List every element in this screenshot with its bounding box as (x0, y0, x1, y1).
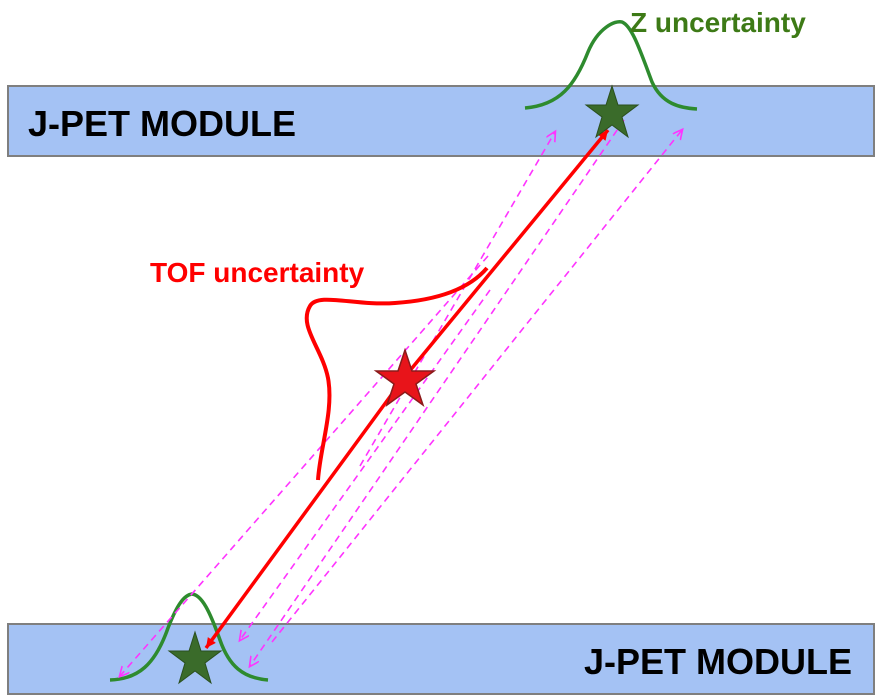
tof-uncertainty-label: TOF uncertainty (150, 257, 365, 288)
top-module: J-PET MODULE (7, 85, 875, 157)
top-z-uncertainty-curve (524, 19, 698, 111)
alt-lor-2 (120, 255, 489, 676)
line-of-response (204, 128, 610, 650)
tof-uncertainty-curve (304, 266, 489, 481)
top-detection-star-icon (584, 84, 640, 139)
top-module-bar (7, 85, 875, 157)
bottom-detection-star-icon (167, 630, 223, 685)
lor-arrow-up (401, 128, 610, 381)
alt-lor-1 (271, 130, 682, 643)
annihilation-star-icon (373, 347, 437, 407)
bottom-module: J-PET MODULE (7, 623, 875, 695)
top-module-label: J-PET MODULE (28, 103, 296, 144)
bottom-module-label: J-PET MODULE (584, 641, 852, 682)
alt-lor-5 (250, 119, 625, 666)
alternative-lors (120, 119, 682, 676)
alt-lor-3 (359, 132, 555, 467)
lor-arrow-down (204, 377, 405, 650)
z-uncertainty-label: Z uncertainty (630, 7, 806, 38)
alt-lor-4 (240, 289, 491, 640)
